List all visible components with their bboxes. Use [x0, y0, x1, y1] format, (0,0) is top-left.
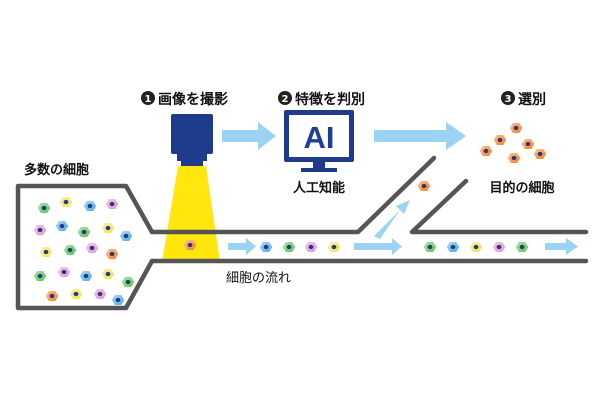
channel-upper-wall	[149, 155, 437, 235]
imaged-cell-icon	[183, 240, 197, 250]
step-number: 3	[505, 94, 512, 105]
flowing-cell-icon	[282, 242, 296, 252]
step-label: 選別	[518, 92, 546, 108]
flowing-cell-icon	[304, 242, 318, 252]
cell-icon	[69, 289, 83, 299]
microfluidic-channel	[15, 155, 589, 311]
flow-arrow-branch	[354, 238, 402, 255]
imaging-beam	[162, 166, 220, 262]
diverted-cell-icon	[417, 181, 431, 191]
cell-icon	[111, 295, 125, 305]
step-number-badge	[501, 91, 515, 105]
branch-divider	[409, 178, 589, 235]
cell-icon	[79, 271, 93, 281]
many-cells-label: 多数の細胞	[24, 162, 89, 178]
flowing-cell-icon	[492, 242, 506, 252]
cell-icon	[55, 221, 69, 231]
camera-icon	[171, 114, 213, 166]
cell-icon	[37, 203, 51, 213]
cell-icon	[119, 231, 133, 241]
step-number-badge	[278, 91, 292, 105]
cell-icon	[57, 267, 71, 277]
step-number-badge	[141, 91, 155, 105]
cell-icon	[101, 223, 115, 233]
cell-icon	[121, 277, 135, 287]
flowing-cell-icon	[469, 242, 483, 252]
cell-flow-label: 細胞の流れ	[226, 271, 291, 286]
arrow-ai-to-sorting	[374, 122, 466, 150]
target-cell-icon	[479, 146, 493, 156]
cell-icon	[101, 269, 115, 279]
flowing-cell-icon	[327, 242, 341, 252]
ai-screen-label: AI	[304, 120, 335, 155]
target-cell-icon	[533, 149, 547, 159]
flowing-cell-icon	[515, 242, 529, 252]
target-cell-icon	[521, 139, 535, 149]
reservoir-wall	[15, 183, 155, 311]
step-2: 2 特徴を判別	[278, 91, 365, 108]
flow-arrow-main	[228, 238, 256, 255]
step-number: 1	[145, 94, 152, 105]
step-3: 3 選別	[501, 91, 546, 108]
cell-icon	[83, 201, 97, 211]
cell-icon	[33, 225, 47, 235]
target-cells-label: 目的の細胞	[489, 180, 554, 196]
flow-arrow-straight	[545, 238, 578, 255]
target-cell-icon	[509, 123, 523, 133]
target-cell-icon	[493, 135, 507, 145]
flowing-cell-icon	[446, 242, 460, 252]
monitor-icon	[284, 110, 354, 172]
flow-arrow-diverted	[374, 200, 410, 239]
cell-icon	[77, 227, 91, 237]
cell-icon	[93, 289, 107, 299]
step-label: 特徴を判別	[295, 91, 365, 108]
cell-icon	[33, 271, 47, 281]
step-label: 画像を撮影	[158, 91, 228, 108]
cells-layer	[33, 123, 547, 305]
cell-icon	[85, 243, 99, 253]
arrow-camera-to-ai	[222, 122, 276, 150]
cell-icon	[63, 245, 77, 255]
flow-arrows	[228, 200, 578, 255]
step-number: 2	[282, 94, 289, 105]
target-cell-icon	[507, 153, 521, 163]
ai-caption: 人工知能	[293, 180, 345, 196]
cell-icon	[39, 247, 53, 257]
cell-icon	[105, 199, 119, 209]
cell-icon	[45, 291, 59, 301]
flowing-cell-icon	[259, 242, 273, 252]
cell-icon	[105, 249, 119, 259]
cell-icon	[59, 197, 73, 207]
flowing-cell-icon	[423, 242, 437, 252]
step-1: 1 画像を撮影	[141, 91, 228, 108]
